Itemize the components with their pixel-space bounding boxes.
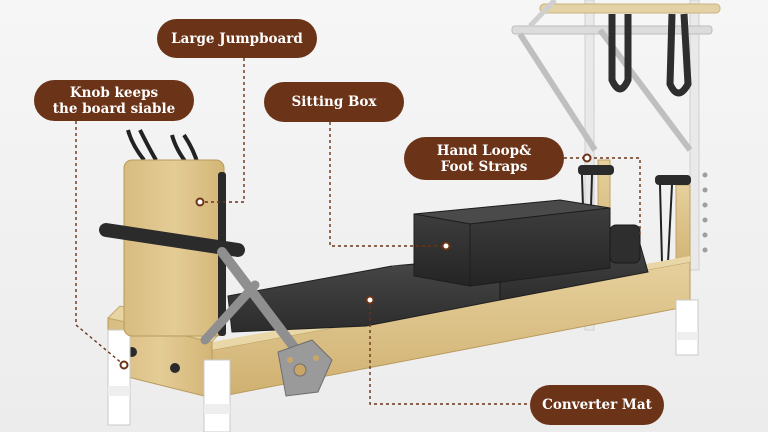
sitting-box <box>413 199 641 287</box>
callout-sitting-box: Sitting Box <box>264 82 404 122</box>
callout-hand-loop-foot-straps: Hand Loop& Foot Straps <box>404 137 564 180</box>
callout-large-jumpboard: Large Jumpboard <box>157 19 317 58</box>
leader-knob <box>75 121 125 366</box>
adjustment-gear-plate <box>277 339 333 397</box>
leader-converter-mat <box>369 300 530 405</box>
legs <box>107 299 699 432</box>
leader-jumpboard <box>200 58 245 203</box>
callout-knob: Knob keeps the board siable <box>34 80 194 121</box>
leader-dots <box>119 153 592 370</box>
callout-converter-mat: Converter Mat <box>530 385 664 425</box>
